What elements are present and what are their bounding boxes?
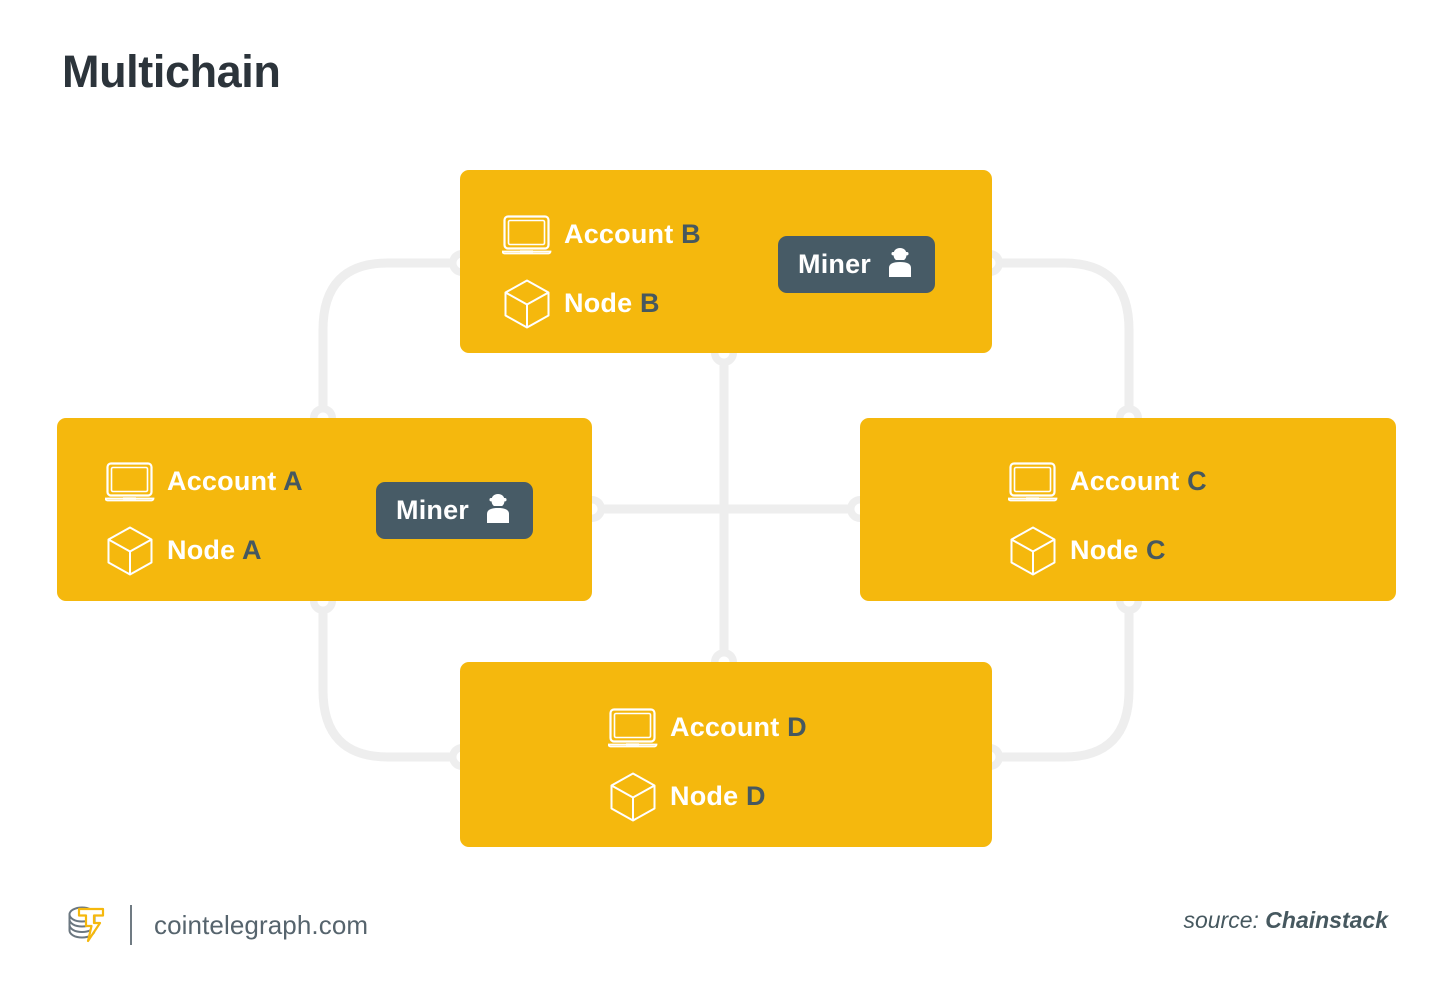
page-title: Multichain [62, 46, 281, 97]
laptop-icon [1008, 461, 1070, 503]
footer-source: source: Chainstack [1183, 907, 1388, 934]
laptop-icon [502, 214, 564, 256]
node-d-rows: Account D Node D [608, 700, 807, 824]
footer-source-label: source: [1183, 907, 1259, 933]
node-a-node-row: Node A [105, 523, 303, 578]
footer: cointelegraph.com source: Chainstack [0, 895, 1450, 965]
connector-b-c [985, 258, 1134, 423]
node-a-account-row: Account A [105, 454, 303, 509]
connector-a-d [318, 596, 467, 762]
node-c-rows: Account C Node C [1008, 454, 1207, 578]
miner-badge-a[interactable]: Miner [376, 482, 534, 539]
node-a-rows: Account A Node A [105, 454, 303, 578]
connector-b-a [318, 258, 467, 423]
laptop-icon [105, 461, 167, 503]
node-c-node-label: Node C [1070, 535, 1166, 565]
footer-source-value: Chainstack [1265, 907, 1388, 933]
node-b-node-label: Node B [564, 288, 660, 318]
node-box-c[interactable]: Account C Node C [860, 418, 1396, 601]
node-d-account-row: Account D [608, 700, 807, 755]
node-box-b[interactable]: Account B Node B Miner [460, 170, 992, 353]
cube-icon [1008, 525, 1070, 577]
node-b-account-label: Account B [564, 219, 701, 249]
node-d-node-label: Node D [670, 781, 766, 811]
miner-badge-b-label: Miner [798, 249, 872, 279]
miner-person-icon [483, 492, 513, 529]
laptop-icon [608, 707, 670, 749]
miner-badge-b[interactable]: Miner [778, 236, 936, 293]
node-box-a[interactable]: Account A Node A Miner [57, 418, 592, 601]
footer-divider [130, 905, 132, 945]
miner-badge-a-label: Miner [396, 495, 470, 525]
node-c-account-row: Account C [1008, 454, 1207, 509]
node-a-account-label: Account A [167, 466, 303, 496]
node-d-node-row: Node D [608, 769, 807, 824]
node-a-node-label: Node A [167, 535, 262, 565]
node-b-node-row: Node B [502, 276, 701, 331]
node-c-node-row: Node C [1008, 523, 1207, 578]
miner-person-icon [885, 246, 915, 283]
cube-icon [608, 771, 670, 823]
footer-site-label: cointelegraph.com [154, 909, 369, 940]
cointelegraph-logo-icon [62, 900, 108, 951]
cube-icon [502, 278, 564, 330]
node-b-account-row: Account B [502, 207, 701, 262]
node-d-account-label: Account D [670, 712, 807, 742]
cube-icon [105, 525, 167, 577]
node-b-rows: Account B Node B [502, 207, 701, 331]
node-c-account-label: Account C [1070, 466, 1207, 496]
footer-brand: cointelegraph.com [62, 895, 368, 955]
node-box-d[interactable]: Account D Node D [460, 662, 992, 847]
connector-c-d [985, 596, 1134, 762]
